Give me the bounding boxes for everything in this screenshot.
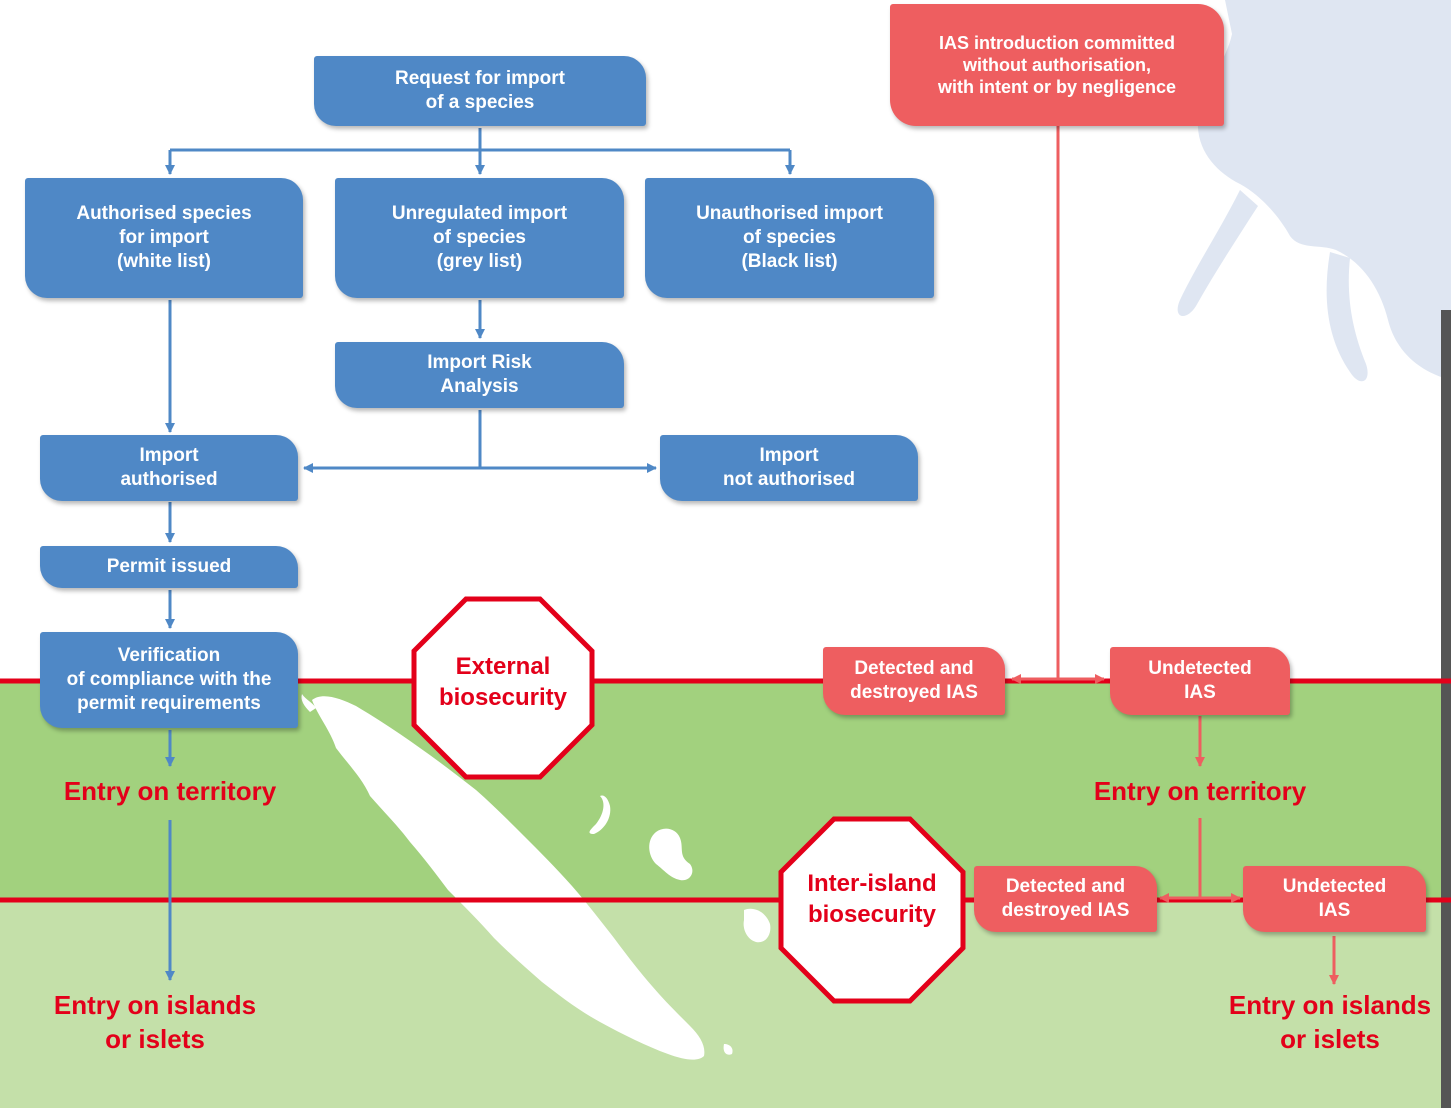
top-caption-fragment: [0, 0, 880, 14]
permit-issued-box: Permit issued: [40, 546, 298, 588]
entry-islands-label-right: Entry on islands or islets: [1228, 990, 1432, 1054]
import-authorised-box: Import authorised: [40, 435, 298, 501]
undetected-external-box: Undetected IAS: [1110, 647, 1290, 715]
external-biosecurity-label: External biosecurity: [438, 653, 568, 711]
entry-territory-label-left: Entry on territory: [63, 776, 277, 806]
undetected-inter-island-box: Undetected IAS: [1243, 866, 1426, 932]
insect-watermark: [1177, 0, 1451, 382]
black-list-box: Unauthorised import of species (Black li…: [645, 178, 934, 298]
request-import-box: Request for import of a species: [314, 56, 646, 126]
page-edge: [1441, 310, 1451, 1108]
grey-list-box: Unregulated import of species (grey list…: [335, 178, 624, 298]
detected-destroyed-inter-island-box: Detected and destroyed IAS: [974, 866, 1157, 932]
inter-island-biosecurity-octagon: [778, 816, 966, 1004]
inter-island-zone: [0, 900, 1451, 1108]
white-list-box: Authorised species for import (white lis…: [25, 178, 303, 298]
entry-islands-label-left: Entry on islands or islets: [53, 990, 257, 1054]
import-risk-analysis-box: Import Risk Analysis: [335, 342, 624, 408]
verification-box: Verification of compliance with the perm…: [40, 632, 298, 728]
detected-destroyed-external-box: Detected and destroyed IAS: [823, 647, 1005, 715]
import-not-authorised-box: Import not authorised: [660, 435, 918, 501]
entry-territory-label-right: Entry on territory: [1093, 776, 1307, 806]
island-map: [301, 694, 771, 1060]
ias-introduction-box: IAS introduction committed without autho…: [890, 4, 1224, 126]
external-biosecurity-octagon: [411, 596, 595, 780]
inter-island-biosecurity-label: Inter-island biosecurity: [807, 870, 937, 928]
